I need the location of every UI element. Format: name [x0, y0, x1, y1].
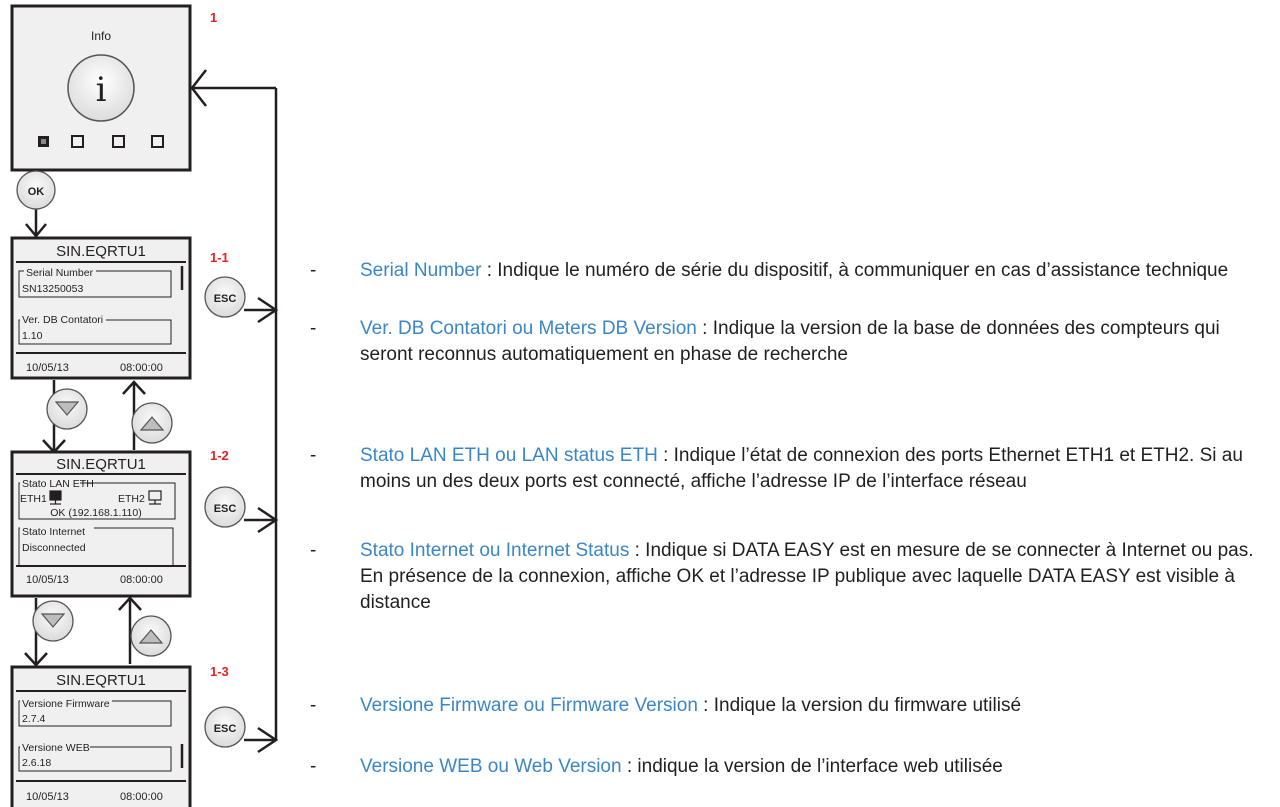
screen-header: SIN.EQRTU1 [56, 456, 146, 473]
info-title: Info [91, 29, 111, 43]
page-indicator [151, 135, 164, 148]
step-label-1-3: 1-3 [210, 664, 229, 679]
status-time: 08:00:00 [120, 362, 163, 374]
screen-header: SIN.EQRTU1 [56, 243, 146, 260]
term-label: Versione Firmware ou Firmware Version [360, 695, 698, 716]
info-screen: Info i [10, 4, 192, 172]
eth2-disconnected-icon [148, 490, 162, 505]
desc-text: : Indique l’état de connexion des ports … [360, 445, 1243, 492]
status-date: 10/05/13 [26, 362, 69, 374]
bullet-dash: - [310, 260, 317, 281]
status-date: 10/05/13 [26, 574, 69, 586]
up-button[interactable] [131, 402, 173, 444]
field-label-lan: Stato LAN ETH [22, 478, 94, 490]
field-value-db: 1.10 [22, 330, 43, 342]
term-label: Serial Number [360, 260, 482, 281]
eth1-connected-icon [49, 490, 62, 505]
field-value-internet: Disconnected [22, 542, 86, 554]
eth1-label: ETH1 [20, 493, 47, 505]
desc-text: : indique la version de l’interface web … [621, 756, 1003, 777]
desc-text: : Indique le numéro de série du disposit… [481, 260, 1229, 281]
bullet-dash: - [310, 540, 317, 561]
term-label: Ver. DB Contatori ou Meters DB Version [360, 318, 697, 339]
page-indicator [71, 135, 84, 148]
svg-text:ESC: ESC [214, 503, 237, 515]
esc-button[interactable]: ESC [204, 276, 246, 318]
menu-flow-diagram: Info i 1 OK SIN.EQRTU1 Serial Number SN1… [10, 4, 279, 807]
lan-status-value: OK (192.168.1.110) [50, 507, 141, 519]
info-icon [67, 54, 135, 122]
term-label: Versione WEB ou Web Version [360, 756, 622, 777]
bullet-dash: - [310, 445, 317, 466]
status-date: 10/05/13 [26, 791, 69, 803]
svg-text:ESC: ESC [214, 723, 237, 735]
step-label-1-2: 1-2 [210, 448, 229, 463]
svg-text:ESC: ESC [214, 293, 237, 305]
desc-text: : Indique la version de la base de donné… [360, 318, 1220, 365]
field-label-internet: Stato Internet [22, 526, 85, 538]
ok-button[interactable]: OK [16, 170, 56, 210]
serial-screen: SIN.EQRTU1 Serial Number SN13250053 Ver.… [10, 236, 192, 380]
status-time: 08:00:00 [120, 574, 163, 586]
status-time: 08:00:00 [120, 791, 163, 803]
step-label-1: 1 [210, 10, 217, 25]
info-icon-letter: i [96, 70, 107, 110]
up-button[interactable] [130, 615, 172, 657]
screen-header: SIN.EQRTU1 [56, 672, 146, 689]
desc-text: : Indique la version du firmware utilisé [697, 695, 1022, 716]
esc-button[interactable]: ESC [204, 706, 246, 748]
term-label: Stato LAN ETH ou LAN status ETH [360, 445, 658, 466]
svg-text:OK: OK [28, 186, 45, 198]
eth2-label: ETH2 [118, 493, 145, 505]
field-value-firmware: 2.7.4 [22, 713, 46, 725]
term-label: Stato Internet ou Internet Status [360, 540, 630, 561]
field-value-serial: SN13250053 [22, 283, 83, 295]
bullet-dash: - [310, 756, 317, 777]
bullet-dash: - [310, 318, 317, 339]
version-screen: SIN.EQRTU1 Versione Firmware 2.7.4 Versi… [10, 665, 192, 807]
page-indicator [112, 135, 125, 148]
field-label-firmware: Versione Firmware [22, 698, 110, 710]
down-button[interactable] [32, 600, 74, 642]
field-label-db: Ver. DB Contatori [22, 314, 103, 326]
field-label-web: Versione WEB [22, 742, 90, 754]
step-label-1-1: 1-1 [210, 250, 229, 265]
desc-text: : Indique si DATA EASY est en mesure de … [360, 540, 1254, 613]
esc-button[interactable]: ESC [204, 486, 246, 528]
down-button[interactable] [46, 388, 88, 430]
bullet-dash: - [310, 695, 317, 716]
lan-screen: SIN.EQRTU1 Stato LAN ETH ETH1 ETH2 OK (1… [10, 450, 192, 598]
field-label-serial: Serial Number [26, 267, 94, 279]
field-value-web: 2.6.18 [22, 757, 51, 769]
